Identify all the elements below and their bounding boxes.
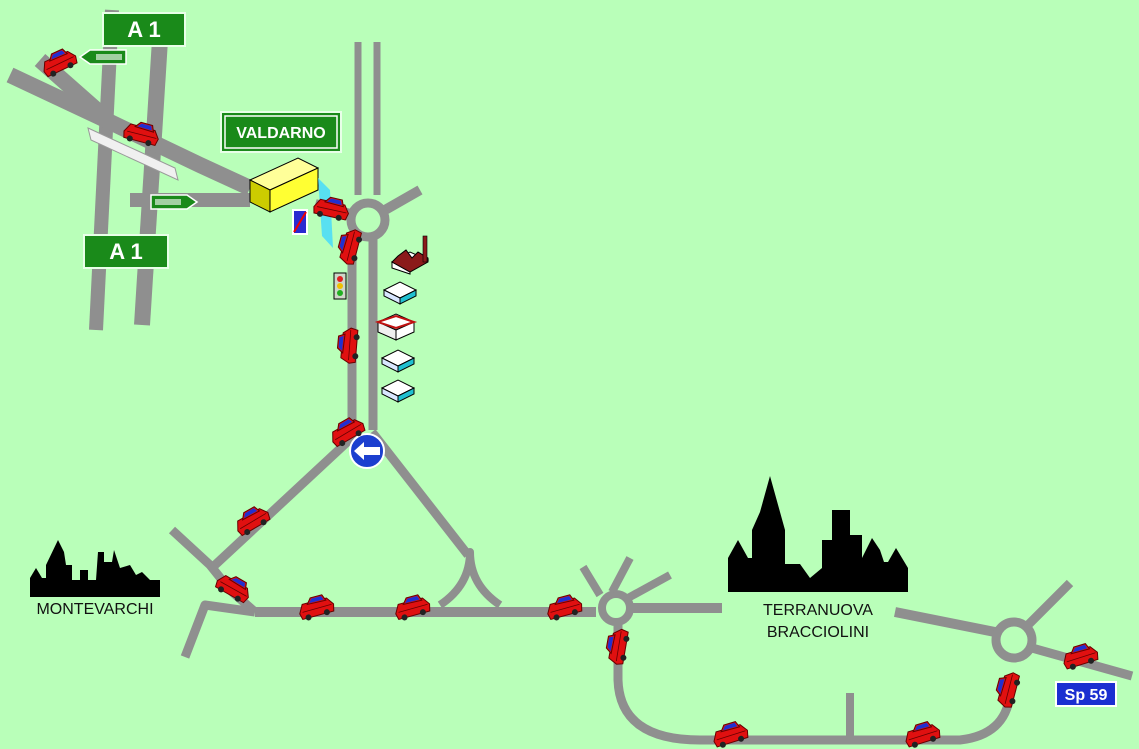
building-icon <box>381 379 415 403</box>
factory-icon <box>390 235 430 275</box>
car-icon <box>296 592 337 623</box>
keep-left-sign-icon <box>349 433 385 469</box>
building-icon <box>374 313 418 341</box>
sign-a1-bottom: A 1 <box>83 234 169 269</box>
building-icon <box>381 349 415 373</box>
direction-arrow-sign-icon <box>78 49 127 65</box>
motorway-bridge <box>87 127 179 181</box>
roundabout-east <box>991 617 1037 663</box>
sign-sp59-label: Sp 59 <box>1065 687 1108 704</box>
no-entry-sign-icon <box>292 209 308 235</box>
roundabout-north <box>346 198 390 242</box>
road-network <box>6 9 1134 745</box>
town-label-montevarchi: MONTEVARCHI <box>36 601 153 618</box>
car-icon <box>710 719 751 749</box>
montevarchi-skyline-icon <box>30 540 160 597</box>
terranuova-skyline-icon <box>728 476 908 592</box>
car-icon <box>544 592 585 623</box>
car-icon <box>333 325 364 366</box>
sign-valdarno-label: VALDARNO <box>236 125 325 142</box>
car-icon <box>990 668 1025 711</box>
car-icon <box>902 719 943 749</box>
sign-a1-bottom-label: A 1 <box>109 239 142 264</box>
traffic-light-icon <box>333 272 347 300</box>
car-icon <box>392 592 433 623</box>
cars <box>38 45 1101 749</box>
car-icon <box>310 191 353 226</box>
sign-valdarno: VALDARNO <box>220 111 342 153</box>
direction-arrow-sign-icon <box>150 194 199 210</box>
roundabout-middle <box>598 590 634 626</box>
building-icon <box>383 281 417 305</box>
sign-a1-top-label: A 1 <box>127 17 160 42</box>
town-label-terranuova-line1: TERRANUOVA <box>763 602 873 619</box>
sign-sp59: Sp 59 <box>1055 681 1117 707</box>
town-label-terranuova-line2: BRACCIOLINI <box>767 624 869 641</box>
car-icon <box>601 626 634 667</box>
sign-a1-top: A 1 <box>102 12 186 47</box>
